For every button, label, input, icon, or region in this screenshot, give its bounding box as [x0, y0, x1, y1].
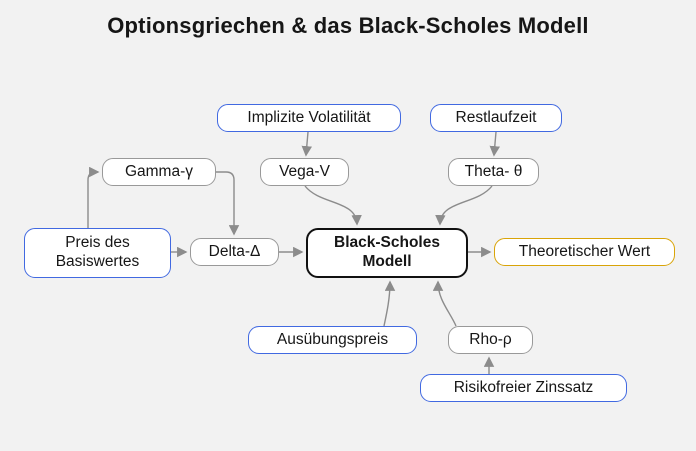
node-theta: Theta- θ: [448, 158, 539, 186]
node-vega: Vega-V: [260, 158, 349, 186]
node-gamma: Gamma-γ: [102, 158, 216, 186]
node-theoretischer-wert: Theoretischer Wert: [494, 238, 675, 266]
node-restlaufzeit: Restlaufzeit: [430, 104, 562, 132]
edge-restlaufzeit-theta: [489, 131, 501, 157]
node-preis-des-basiswertes: Preis des Basiswertes: [24, 228, 171, 278]
node-risikofreier-zinssatz: Risikofreier Zinssatz: [420, 374, 627, 402]
edge-ausuebungspreis-black-scholes: [383, 280, 396, 327]
node-black-scholes-modell: Black-Scholes Modell: [306, 228, 468, 278]
edge-theta-black-scholes: [435, 185, 493, 226]
diagram-title: Optionsgriechen & das Black-Scholes Mode…: [107, 13, 589, 38]
node-implizite-volatilitaet: Implizite Volatilität: [217, 104, 401, 132]
edge-preis-gamma: [87, 166, 100, 228]
node-rho: Rho-ρ: [448, 326, 533, 354]
edge-vega-black-scholes: [304, 185, 362, 226]
edge-gamma-delta: [216, 171, 240, 236]
node-delta: Delta-Δ: [190, 238, 279, 266]
node-ausuebungspreis: Ausübungspreis: [248, 326, 417, 354]
edge-implizite-volatilitaet-vega: [301, 131, 313, 157]
edge-rho-black-scholes: [432, 280, 457, 327]
